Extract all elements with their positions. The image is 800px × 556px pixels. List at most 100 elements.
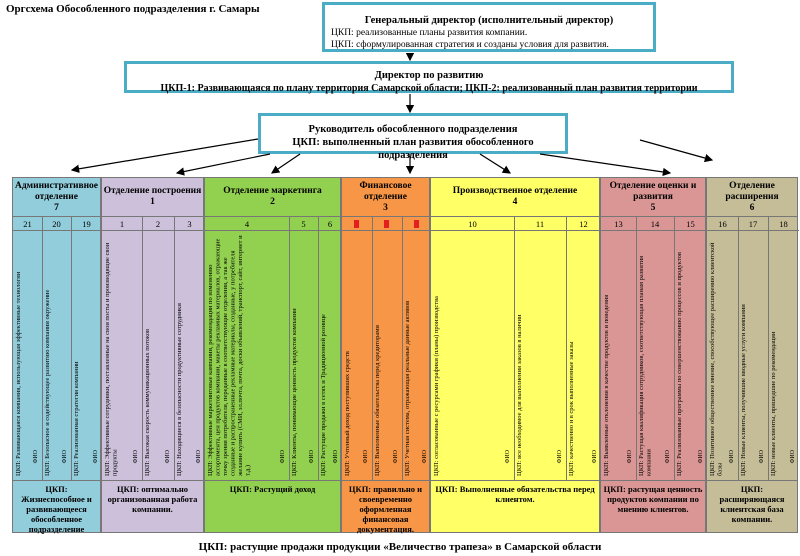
arrow-to-marketing — [271, 153, 301, 174]
footer-divider — [102, 480, 203, 481]
post-result-text: ЦКП: Реализованные программы по совершен… — [676, 252, 683, 476]
page-title: Оргсхема Обособленного подразделения г. … — [6, 3, 260, 15]
department-footer-result: ЦКП: расширяющаяся клиентская база компа… — [719, 484, 785, 524]
post-number: 1 — [102, 217, 142, 231]
fio-label: ФИО — [790, 450, 796, 464]
department-number: 6 — [749, 202, 755, 213]
post-number: 5 — [289, 217, 318, 231]
post-result-text: ЦКП: качественно и в срок выполненные за… — [568, 341, 575, 476]
red-marker — [354, 220, 359, 228]
department-footer-result: ЦКП: правильно и своевременно оформленна… — [348, 484, 423, 534]
post-divider — [289, 217, 290, 480]
post-result-text: ЦКП: Эффективные сотрудники, поставленны… — [104, 242, 119, 476]
post-divider — [636, 217, 637, 480]
fio-label: ФИО — [62, 450, 68, 464]
post-result-text: ЦКП: Учетная система, отражающая реальны… — [404, 300, 411, 476]
department-footer-result: ЦКП: растущая ценность продуктов компани… — [603, 484, 703, 514]
arrow-to-expansion — [639, 139, 714, 163]
department-name: Отделение построения — [103, 186, 202, 196]
post-result-text: ЦКП: Учтенный доход поступивших средств — [344, 351, 351, 476]
department-number: 2 — [270, 197, 275, 207]
branch-head-line: ЦКП: выполненный план развития обособлен… — [292, 137, 534, 161]
footer-divider — [13, 480, 100, 481]
department-finance[interactable]: Финансовое отделение37ЦКП: Учтенный дохо… — [341, 177, 431, 534]
post-number: 2 — [142, 217, 174, 231]
fio-label: ФИО — [557, 450, 563, 464]
fio-label: ФИО — [309, 450, 315, 464]
post-number: 3 — [174, 217, 205, 231]
post-result-text: ЦКП: Клиенты, понимающие ценность продук… — [291, 308, 298, 476]
department-footer-result: ЦКП: оптимально организованная работа ко… — [107, 484, 198, 514]
general-director-line-1: ЦКП: реализованные планы развития компан… — [331, 28, 528, 38]
post-number: 19 — [71, 217, 102, 231]
post-number: 18 — [768, 217, 799, 231]
fio-label: ФИО — [393, 450, 399, 464]
general-director-line-2: ЦКП: сформулированная стратегия и создан… — [331, 40, 609, 50]
post-divider — [402, 217, 403, 480]
department-footer-result: ЦКП: Жизнеспособное и развивающееся обос… — [21, 484, 92, 534]
branch-head-box[interactable]: Руководитель обособленного подразделения… — [258, 113, 568, 161]
development-director-box[interactable]: Директор по развитию ЦКП-1: Развивающаяс… — [124, 61, 734, 94]
department-number: 4 — [512, 197, 518, 207]
footer-divider — [431, 480, 599, 481]
fio-label: ФИО — [422, 450, 428, 464]
post-number: 20 — [42, 217, 71, 231]
general-director-title: Генеральный директор (исполнительный дир… — [364, 15, 614, 26]
red-marker — [384, 220, 389, 228]
fio-label: ФИО — [729, 450, 735, 464]
post-result-text: ЦКП: Растущая квалификация сотрудников, … — [638, 255, 653, 476]
department-number: 5 — [650, 202, 656, 213]
post-result-text: ЦКП: согласованные с ресурсами графики (… — [433, 296, 440, 476]
fio-label: ФИО — [165, 450, 171, 464]
branch-head-title: Руководитель обособленного подразделения — [308, 124, 518, 135]
post-divider — [42, 217, 43, 480]
post-number: 15 — [674, 217, 707, 231]
department-footer-result: ЦКП: Выполненные обязательства перед кли… — [435, 484, 595, 504]
post-divider — [566, 217, 567, 480]
post-result-text: ЦКП: новые клиенты, пришедшие по рекомен… — [770, 331, 777, 476]
department-name: Финансовое отделение — [359, 180, 412, 202]
post-divider — [514, 217, 515, 480]
fio-label: ФИО — [759, 450, 765, 464]
department-name: Отделение оценки и развития — [609, 180, 697, 202]
footer-divider — [205, 480, 340, 481]
post-divider — [738, 217, 739, 480]
department-footer-result: ЦКП: Растущий доход — [229, 484, 316, 494]
arrow-to-evaluation — [539, 153, 672, 177]
post-divider — [142, 217, 143, 480]
fio-label: ФИО — [333, 450, 339, 464]
post-result-text: ЦКП: Находящиеся в безопасности продукти… — [176, 303, 183, 476]
post-number: 12 — [566, 217, 601, 231]
post-divider — [318, 217, 319, 480]
development-director-title: Директор по развитию — [374, 70, 484, 81]
post-result-text: ЦКП: Эффективные маркетинговые кампании,… — [207, 235, 252, 476]
department-name: Отделение расширения — [725, 180, 779, 202]
post-result-text: ЦКП: все необходимое для выполнения зака… — [516, 314, 523, 477]
department-name: Отделение маркетинга — [223, 186, 322, 196]
general-director-box[interactable]: Генеральный директор (исполнительный дир… — [322, 2, 656, 52]
arrow-to-admin — [70, 138, 259, 173]
post-result-text: ЦКП: Новые клиенты, получившие вводные у… — [740, 304, 747, 476]
arrow-to-building — [175, 153, 271, 176]
post-number: 10 — [431, 217, 514, 231]
post-number: 4 — [205, 217, 289, 231]
department-name: Производственное отделение — [452, 186, 578, 196]
post-divider — [674, 217, 675, 480]
post-number: 17 — [738, 217, 768, 231]
post-number: 16 — [707, 217, 738, 231]
fio-label: ФИО — [33, 450, 39, 464]
fio-label: ФИО — [280, 450, 286, 464]
post-divider — [372, 217, 373, 480]
